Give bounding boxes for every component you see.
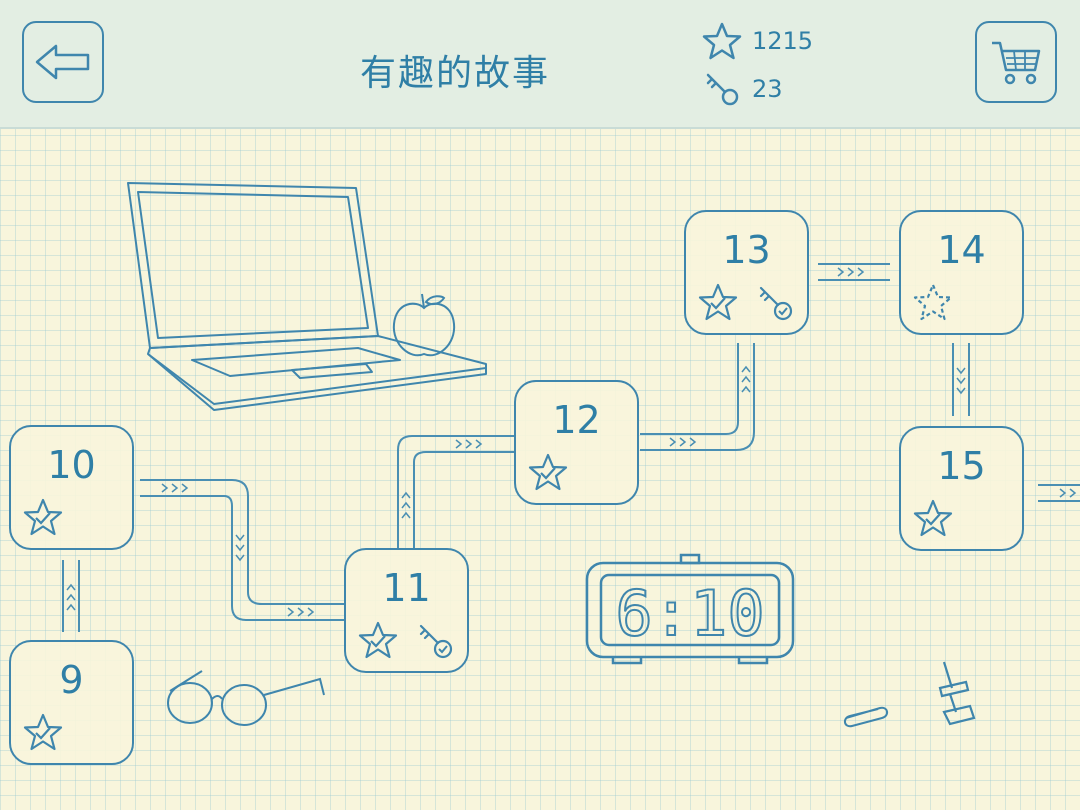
glasses-icon — [167, 670, 325, 726]
star-earned-icon — [358, 621, 398, 659]
level-number: 11 — [382, 566, 431, 610]
level-number: 12 — [552, 398, 601, 442]
keys-count: 23 — [752, 75, 783, 103]
top-bar: 有趣的故事 1215 23 — [0, 0, 1080, 129]
level-10-button[interactable]: 10 — [9, 425, 134, 550]
star-earned-icon — [23, 498, 63, 536]
level-9-button[interactable]: 9 — [9, 640, 134, 765]
pushpin-icon — [938, 661, 976, 726]
key-earned-icon — [419, 624, 453, 659]
shop-button[interactable] — [975, 21, 1057, 103]
level-number: 15 — [937, 444, 986, 488]
clock-time: 6:10 — [615, 577, 764, 650]
level-11-button[interactable]: 11 — [344, 548, 469, 673]
key-icon — [706, 73, 739, 106]
paperclip-icon — [844, 706, 888, 728]
keys-counter: 23 — [702, 70, 783, 108]
level-12-button[interactable]: 12 — [514, 380, 639, 505]
level-number: 13 — [722, 228, 771, 272]
page-title: 有趣的故事 — [359, 53, 550, 94]
stars-count: 1215 — [752, 27, 814, 55]
level-number: 9 — [59, 658, 84, 702]
star-earned-icon — [528, 453, 568, 491]
level-number: 10 — [47, 443, 96, 487]
apple-icon — [392, 293, 456, 357]
level-15-button[interactable]: 15 — [899, 426, 1024, 551]
back-arrow-icon — [35, 44, 90, 80]
key-earned-icon — [759, 286, 793, 321]
star-icon — [702, 22, 742, 60]
level-number: 14 — [937, 228, 986, 272]
laptop-icon — [127, 182, 487, 411]
stars-counter: 1215 — [702, 22, 813, 60]
alarm-clock-icon: 6:10 — [585, 553, 795, 665]
star-empty-icon — [913, 283, 953, 321]
star-earned-icon — [698, 283, 738, 321]
level-14-button[interactable]: 14 — [899, 210, 1024, 335]
shopping-cart-icon — [992, 41, 1041, 85]
star-earned-icon — [913, 499, 953, 537]
level-13-button[interactable]: 13 — [684, 210, 809, 335]
star-earned-icon — [23, 713, 63, 751]
back-button[interactable] — [22, 21, 104, 103]
